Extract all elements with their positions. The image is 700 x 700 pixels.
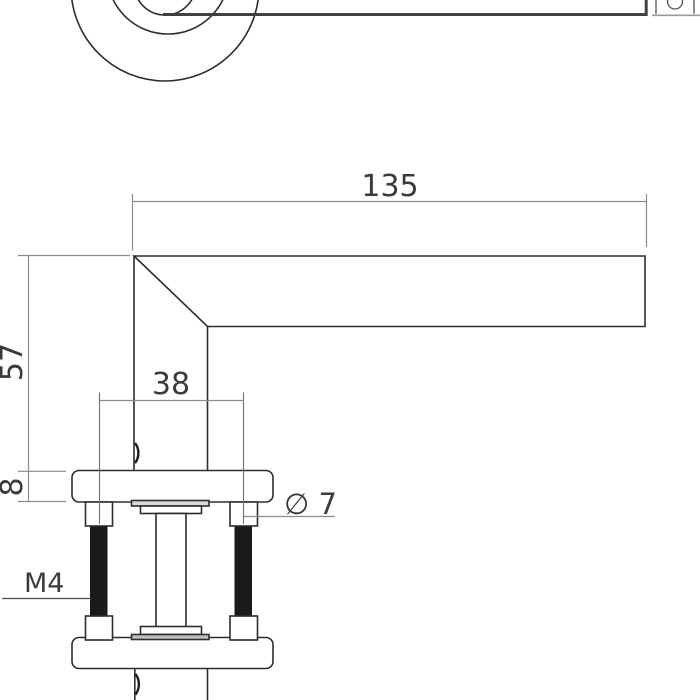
dim-135-label: 135: [361, 169, 418, 204]
lever-side-profile: [132, 255, 646, 328]
dimension-57-8: 57 8: [0, 254, 130, 503]
dim-8-label: 8: [0, 477, 30, 496]
rose-front-outer-circle: [71, 0, 259, 82]
dia-7-label: ∅ 7: [284, 487, 337, 521]
lever-end-view: [652, 0, 700, 17]
top-rose: [71, 469, 274, 503]
callout-diameter-7: ∅ 7: [244, 487, 337, 521]
rose-front-view: [71, 0, 648, 82]
screw-post-bottom-left: [84, 615, 114, 641]
dim-57-label: 57: [0, 343, 30, 381]
spindle-flange-bottom: [130, 633, 210, 641]
spindle-shaft: [155, 512, 187, 628]
dimension-38: 38: [99, 367, 244, 402]
spindle-collar-top: [139, 505, 203, 515]
dim-38-label: 38: [152, 367, 190, 402]
end-view-hole: [666, 0, 684, 10]
screw-thread-left: [90, 525, 108, 617]
bottom-rose: [71, 636, 274, 670]
m4-label: M4: [24, 568, 64, 599]
lever-side-view: [132, 255, 646, 471]
rose-front-inner-circle: [112, 0, 224, 35]
neck-curve-upper: [134, 442, 140, 464]
callout-m4: M4: [2, 568, 91, 600]
screw-post-bottom-right: [229, 615, 259, 641]
screw-thread-right: [234, 525, 252, 617]
neck-front-circle: [137, 0, 193, 16]
neck-curve-lower: [134, 673, 141, 696]
dimension-135: 135: [131, 169, 648, 251]
rose-assembly: [71, 469, 274, 700]
spindle-collar-bottom: [139, 625, 203, 636]
spindle-flange-top: [130, 499, 210, 507]
